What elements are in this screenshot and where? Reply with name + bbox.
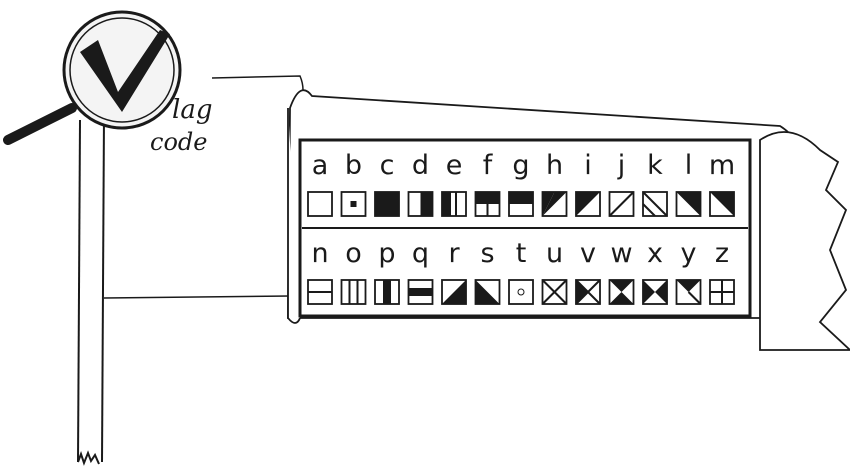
code-letter-q: q (412, 238, 429, 269)
code-letter-m: m (709, 150, 735, 181)
code-letter-b: b (345, 150, 362, 181)
code-letter-v: v (580, 238, 596, 269)
caption-code: code (150, 128, 207, 156)
code-letter-h: h (546, 150, 563, 181)
magnifier-logo (8, 12, 180, 140)
code-letter-a: a (312, 150, 329, 181)
code-letter-g: g (512, 150, 529, 181)
code-letter-n: n (311, 238, 328, 269)
code-letter-e: e (446, 150, 463, 181)
code-letter-y: y (681, 238, 697, 269)
code-letter-z: z (715, 238, 729, 269)
code-letter-w: w (610, 238, 632, 269)
code-letter-f: f (483, 150, 494, 181)
code-letter-r: r (448, 238, 460, 269)
code-letter-u: u (546, 238, 563, 269)
code-letter-c: c (380, 150, 395, 181)
code-letter-o: o (345, 238, 362, 269)
code-letter-l: l (685, 150, 693, 181)
code-letter-k: k (647, 150, 663, 181)
code-letter-p: p (378, 238, 395, 269)
flag-symbol-c (375, 192, 399, 216)
code-letter-d: d (412, 150, 429, 181)
code-letter-s: s (480, 238, 494, 269)
code-letter-j: j (617, 150, 626, 181)
code-letter-i: i (584, 150, 592, 181)
code-letter-x: x (647, 238, 663, 269)
code-letter-t: t (516, 238, 527, 269)
caption-lag: lag (172, 95, 212, 125)
flag-pole (78, 115, 104, 464)
